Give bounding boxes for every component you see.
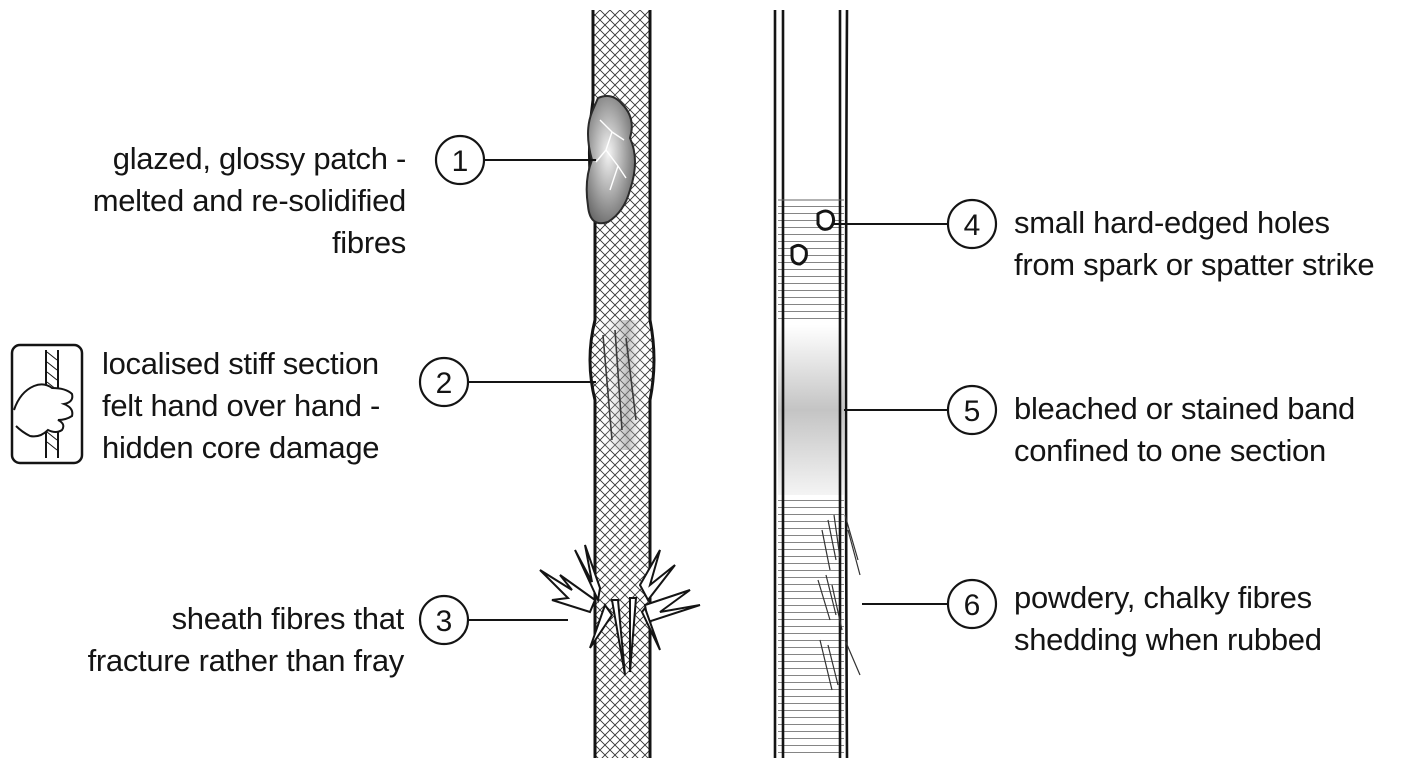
callout-1-label: glazed, glossy patch - melted and re-sol… [92, 138, 407, 264]
callout-5-marker: 5 [844, 384, 998, 436]
callout-5-label: bleached or stained band confined to one… [1014, 388, 1355, 472]
callout-6-line-2: shedding when rubbed [1014, 622, 1322, 657]
callout-1-number: 1 [452, 145, 469, 178]
callout-2-line-3: hidden core damage [102, 430, 380, 465]
callout-4-marker: 4 [832, 198, 998, 250]
callout-4-number: 4 [964, 209, 981, 242]
callout-1-line-3: fibres [331, 225, 406, 260]
fractured-fibres [539, 544, 701, 676]
callout-5-line-2: confined to one section [1014, 433, 1326, 468]
callout-1-line-1: glazed, glossy patch - [112, 141, 407, 176]
callout-3-number: 3 [436, 605, 453, 638]
hand-gripping-rope-icon [10, 343, 84, 465]
callout-3-line-1: sheath fibres that [171, 601, 405, 636]
callout-3-line-2: fracture rather than fray [87, 643, 405, 678]
callout-5-line-1: bleached or stained band [1014, 391, 1355, 426]
bleached-band [778, 325, 844, 495]
callout-2-line-2: felt hand over hand - [102, 388, 381, 423]
powdery-fibres [817, 514, 861, 691]
right-rope [773, 9, 861, 759]
callout-1-marker: 1 [434, 134, 596, 186]
callout-6-number: 6 [964, 589, 981, 622]
callout-4-line-1: small hard-edged holes [1014, 205, 1330, 240]
callout-3-label: sheath fibres that fracture rather than … [87, 598, 405, 682]
callout-4-line-2: from spark or spatter strike [1014, 247, 1375, 282]
callout-5-number: 5 [964, 395, 981, 428]
callout-6-line-1: powdery, chalky fibres [1014, 580, 1312, 615]
callout-6-marker: 6 [862, 578, 998, 630]
callout-1-line-2: melted and re-solidified [92, 183, 407, 218]
callout-2-number: 2 [436, 367, 453, 400]
spark-holes [790, 209, 836, 266]
callout-2-line-1: localised stiff section [102, 346, 379, 381]
stiff-section [600, 320, 646, 450]
callout-4-label: small hard-edged holes from spark or spa… [1014, 202, 1375, 286]
callout-2-label: localised stiff section felt hand over h… [102, 343, 380, 469]
callout-2-marker: 2 [418, 356, 596, 408]
callout-3-marker: 3 [418, 594, 568, 646]
callout-6-label: powdery, chalky fibres shedding when rub… [1014, 577, 1322, 661]
left-rope [539, 10, 701, 758]
